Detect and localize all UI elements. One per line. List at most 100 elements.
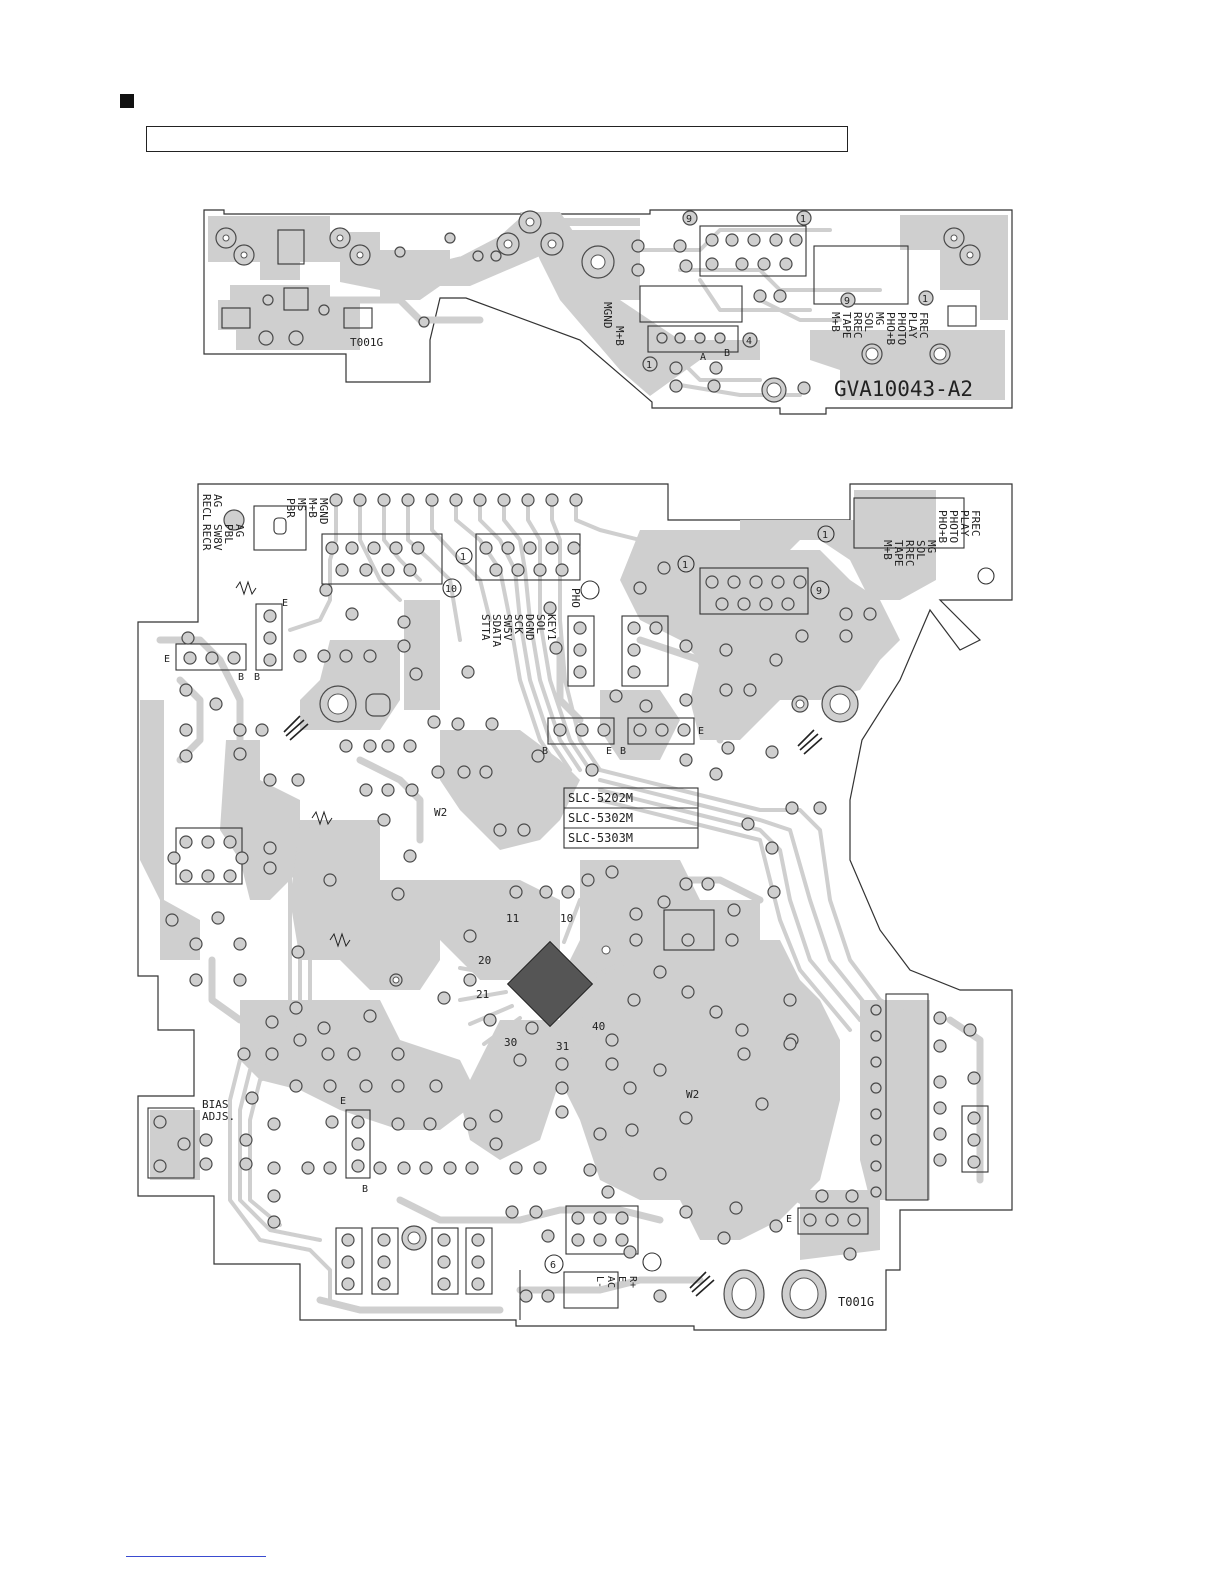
svg-text:TAPE: TAPE — [840, 312, 853, 339]
resistor-icon — [329, 932, 351, 948]
ic-pin-label: 10 — [560, 912, 573, 925]
svg-text:RREC: RREC — [851, 312, 864, 339]
svg-text:STTA: STTA — [479, 614, 492, 641]
resistor-icon — [311, 810, 333, 826]
svg-text:PLAY: PLAY — [958, 510, 971, 537]
transistor-letter: E — [606, 746, 612, 757]
ic-pin-label: 20 — [478, 954, 491, 967]
svg-text:DGND: DGND — [523, 614, 536, 641]
svg-text:PBL: PBL — [222, 524, 235, 544]
bias-label: BIAS — [202, 1098, 229, 1111]
svg-text:PHO: PHO — [569, 588, 582, 608]
bottom-left-signal-labels: MGND M+B MS PBR — [284, 498, 330, 525]
svg-text:SDATA: SDATA — [490, 614, 503, 647]
pin-mark: 6 — [550, 1260, 556, 1271]
bottom-board-code: T001G — [838, 1295, 874, 1309]
svg-text:MGND: MGND — [601, 302, 614, 329]
svg-text:PLAY: PLAY — [906, 312, 919, 339]
transistor-letter: E — [340, 1096, 346, 1107]
ic-pin-label: 21 — [476, 988, 489, 1001]
section-marker — [120, 94, 134, 108]
pin-circle — [817, 525, 835, 543]
ic-pin-label: 11 — [506, 912, 519, 925]
svg-text:PHO+B: PHO+B — [936, 510, 949, 543]
bottom-pads — [153, 493, 981, 1319]
pin-circle — [642, 1252, 662, 1272]
pin-circle — [455, 547, 473, 565]
svg-text:SW8V: SW8V — [211, 524, 224, 551]
svg-text:FREC: FREC — [917, 312, 930, 339]
svg-text:SCK: SCK — [512, 614, 525, 634]
bottom-tracks — [156, 498, 984, 1314]
top-signal-labels: FREC PLAY PHOTO PHO+B MG SOL RREC TAPE M… — [829, 312, 930, 345]
top-board-part-number: GVA10043-A2 — [834, 377, 973, 401]
pin-mark: 10 — [445, 584, 457, 595]
screw-icon — [283, 715, 309, 741]
resistor-icon — [235, 580, 257, 596]
variant-label: SLC-5302M — [568, 811, 633, 825]
pin-mark: 1 — [800, 214, 806, 225]
svg-text:SW5V: SW5V — [501, 614, 514, 641]
screw-icon — [797, 729, 823, 755]
pin-circle — [442, 578, 462, 598]
svg-text:MGND: MGND — [317, 498, 330, 525]
top-board: T001G GVA10043-A2 FREC PLAY PHOTO PHO+B … — [203, 209, 1013, 415]
pin-mark: 1 — [682, 560, 688, 571]
pin-circle — [544, 1254, 564, 1274]
main-ic — [458, 898, 632, 1062]
caption-box — [146, 126, 848, 152]
transistor-letter: B — [238, 672, 244, 683]
bottom-connector-labels: R+ E AC L- — [594, 1276, 638, 1288]
ic-pin-label: 40 — [592, 1020, 605, 1033]
pin-mark: 9 — [686, 214, 692, 225]
pin-letter: B — [724, 348, 730, 359]
w-label: W2 — [686, 1088, 699, 1101]
svg-text:L-: L- — [594, 1276, 605, 1288]
pin-mark: 1 — [822, 530, 828, 541]
svg-text:FREC: FREC — [969, 510, 982, 537]
svg-text:RECL: RECL — [200, 494, 213, 521]
pin-circle — [810, 580, 830, 600]
variant-label: SLC-5303M — [568, 831, 633, 845]
svg-text:E: E — [616, 1276, 627, 1282]
bottom-board: T001G FREC PLAY PHOTO PHO+B MG SOL RREC … — [137, 483, 1013, 1331]
svg-text:R+: R+ — [627, 1276, 638, 1288]
svg-text:SOL: SOL — [862, 312, 875, 332]
svg-text:TAPE: TAPE — [892, 540, 905, 567]
footer-rule — [126, 1556, 266, 1557]
top-connector-labels: MGND M+B — [601, 302, 626, 346]
svg-text:SOL: SOL — [534, 614, 547, 634]
svg-text:PHOTO: PHOTO — [947, 510, 960, 543]
component-outlines — [147, 497, 989, 1320]
bias-label: ADJS. — [202, 1110, 235, 1123]
pin-circle — [977, 567, 995, 585]
transistor-letter: B — [542, 746, 548, 757]
pho-label: PHO — [569, 588, 582, 608]
pin-mark: 1 — [922, 294, 928, 305]
svg-text:PHO+B: PHO+B — [884, 312, 897, 345]
bottom-left-side-labels: AG PBL SW8V RECR AG RECL — [200, 494, 246, 551]
transistor-letter: E — [282, 598, 288, 609]
svg-text:MG: MG — [925, 540, 938, 553]
ic-pin-label: 31 — [556, 1040, 569, 1053]
pin-circle — [677, 555, 695, 573]
svg-text:KEY1: KEY1 — [545, 614, 558, 641]
pin-mark: 4 — [746, 336, 752, 347]
svg-text:M+B: M+B — [613, 326, 626, 346]
w-label: W2 — [434, 806, 447, 819]
svg-text:PBR: PBR — [284, 498, 297, 518]
pin-letter: A — [700, 352, 706, 363]
transistor-letter: B — [362, 1184, 368, 1195]
svg-text:AG: AG — [211, 494, 224, 507]
svg-text:M+B: M+B — [306, 498, 319, 518]
top-pads — [215, 210, 981, 403]
svg-text:SOL: SOL — [914, 540, 927, 560]
transistor-letter: E — [698, 726, 704, 737]
pin-mark: 9 — [816, 586, 822, 597]
svg-text:M+B: M+B — [881, 540, 894, 560]
pin-circle — [580, 580, 600, 600]
pin-mark: 1 — [646, 360, 652, 371]
variant-label: SLC-5202M — [568, 791, 633, 805]
pin-mark: 9 — [844, 296, 850, 307]
